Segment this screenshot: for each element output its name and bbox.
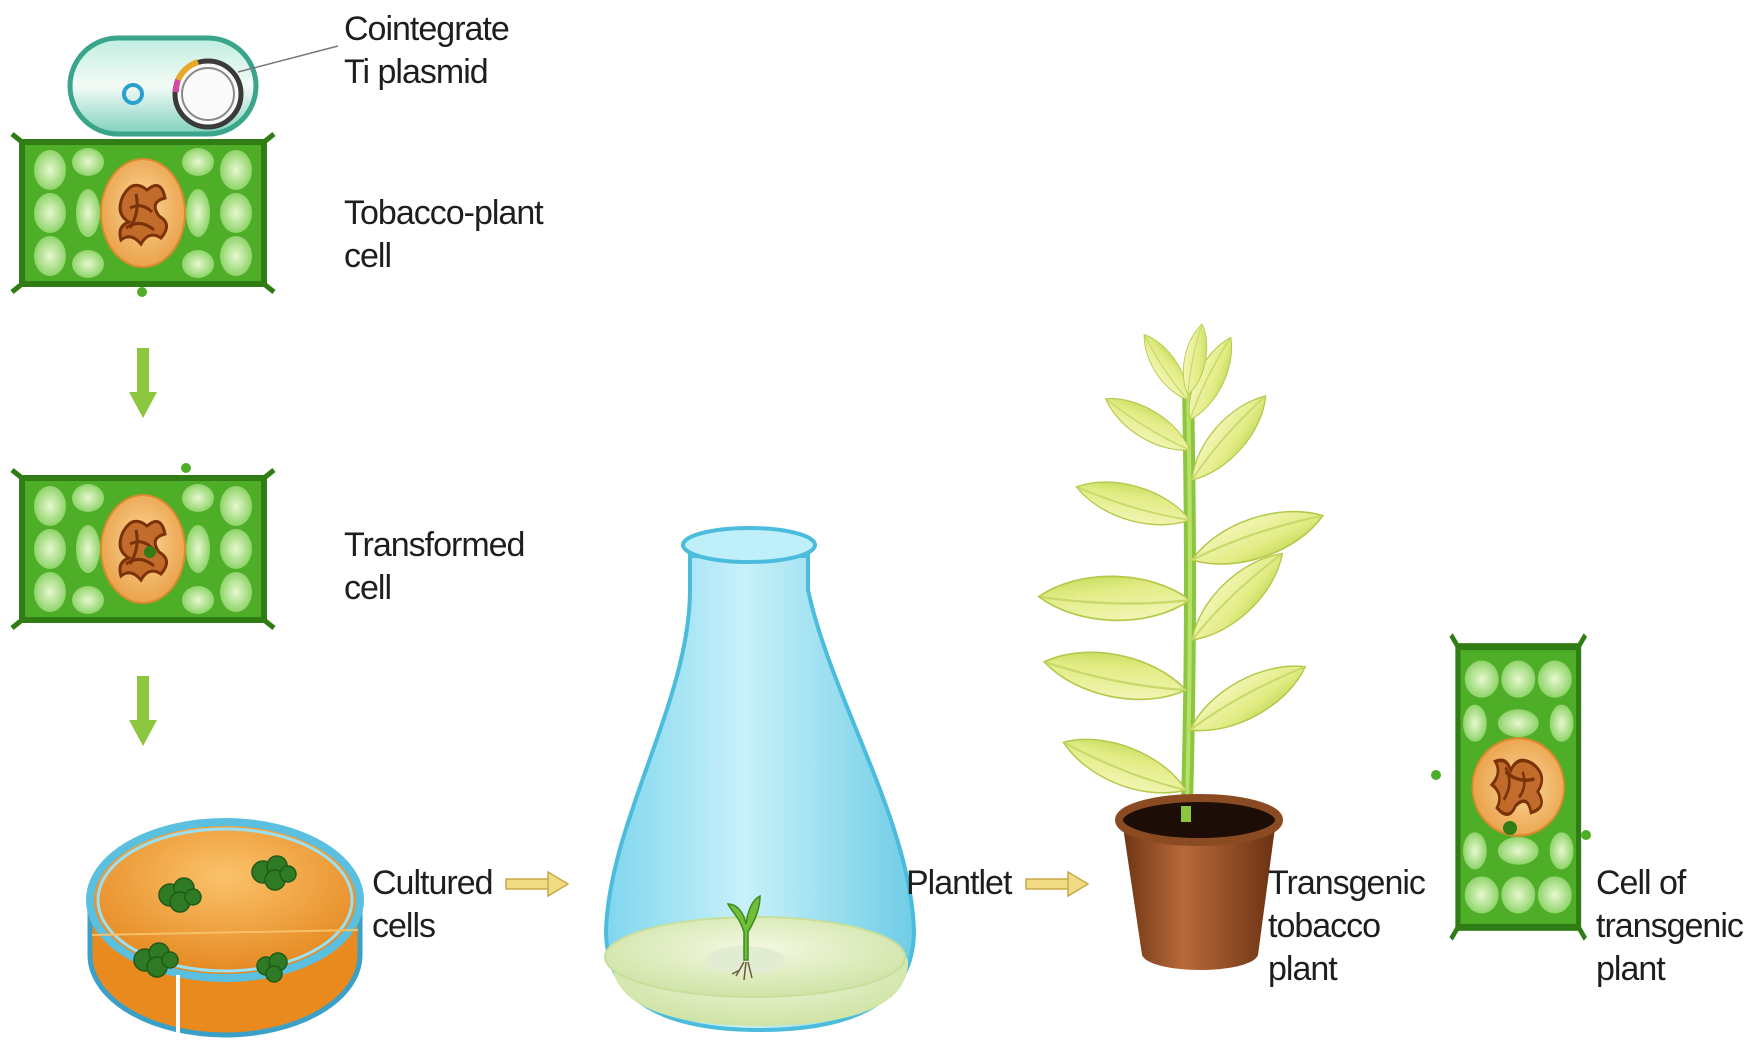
label-transformed-cell: Transformed cell [344,524,524,610]
petri-dish-icon [90,822,360,1035]
cell-junction-dot [1581,830,1591,840]
arrow-icon [129,676,157,746]
bacterium-icon [70,38,256,134]
inserted-dna-dot [144,546,156,558]
label-cell-of-transgenic-plant: Cell of transgenic plant [1596,862,1743,991]
cell-junction-dot [1431,770,1441,780]
label-transgenic-tobacco-plant: Transgenic tobacco plant [1268,862,1425,991]
transformed-cell-icon [12,470,274,628]
plant-cell-icon [12,134,274,292]
arrow-icon [506,872,568,896]
arrow-icon [1026,872,1088,896]
cell-junction-dot [181,463,191,473]
label-cultured-cells: Cultured cells [372,862,493,948]
label-plantlet: Plantlet [906,862,1011,905]
transgenic-cell-icon [1451,635,1585,939]
cell-junction-dot [137,287,147,297]
inserted-dna-dot [1503,821,1517,835]
label-tobacco-plant-cell: Tobacco-plant cell [344,192,543,278]
plasmid-pointer-line [238,46,338,72]
arrow-icon [129,348,157,418]
label-cointegrate-ti-plasmid: Cointegrate Ti plasmid [344,8,509,94]
